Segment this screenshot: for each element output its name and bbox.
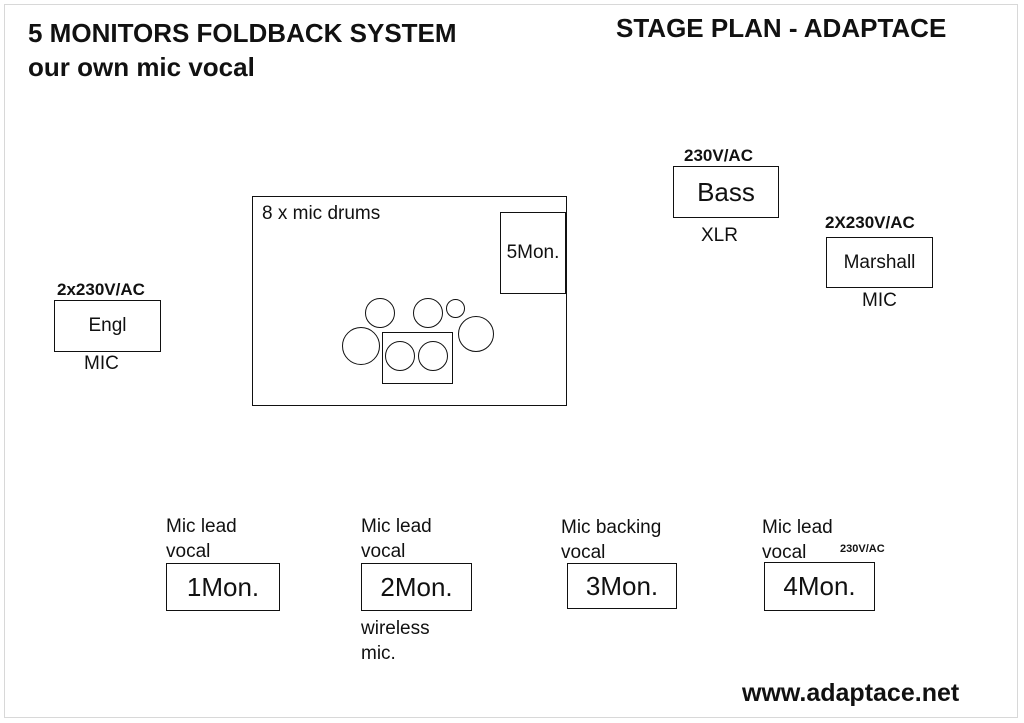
small-tom-drum [446,299,465,318]
marshall-amp-label: Marshall [843,251,916,273]
monitor-2-caption-line2: vocal [361,541,406,562]
engl-amp: Engl [54,300,161,352]
monitor-3-label: 3Mon. [585,570,659,601]
monitor-2: 2Mon. [361,563,472,611]
monitor-1-caption-line2: vocal [166,541,211,562]
floor-tom-drum [458,316,494,352]
kick-drum-frame [382,332,453,384]
monitor-2-note: wireless mic. [361,616,430,666]
monitor-2-caption-line1: Mic lead [361,516,432,537]
drum-riser [252,196,567,406]
bass-amp-label: Bass [697,176,755,207]
monitor-2-note-line2: mic. [361,643,396,664]
bass-amp: Bass [673,166,779,218]
monitor-2-note-line1: wireless [361,618,430,639]
monitor-2-caption: Mic lead vocal [361,514,432,564]
tom-drum [413,298,443,328]
monitor-1-caption-line1: Mic lead [166,516,237,537]
monitor-3-caption-line2: vocal [561,542,606,563]
monitor-3-caption-line1: Mic backing [561,517,662,538]
monitor-4-caption-line2: vocal [762,542,807,563]
monitor-4-caption: Mic lead vocal [762,515,833,565]
monitor-4-caption-line1: Mic lead [762,517,833,538]
monitor-4-label: 4Mon. [783,571,856,601]
engl-power-label: 2x230V/AC [57,280,145,299]
marshall-connector: MIC [862,290,897,311]
tom-drum [365,298,395,328]
engl-connector: MIC [84,353,119,374]
system-subtitle: our own mic vocal [28,52,255,82]
bass-power-label: 230V/AC [684,146,753,165]
monitor-5: 5Mon. [500,212,566,294]
monitor-1: 1Mon. [166,563,280,611]
monitor-1-label: 1Mon. [186,571,260,602]
drums-label: 8 x mic drums [262,203,381,224]
bass-connector: XLR [701,225,738,246]
monitor-3: 3Mon. [567,563,677,609]
monitor-2-label: 2Mon. [380,571,453,602]
marshall-power-label: 2X230V/AC [825,213,915,232]
engl-amp-label: Engl [88,315,127,336]
monitor-4-power-label: 230V/AC [840,543,885,555]
monitor-3-caption: Mic backing vocal [561,515,661,565]
system-title: 5 MONITORS FOLDBACK SYSTEM [28,18,457,48]
monitor-1-caption: Mic lead vocal [166,514,237,564]
kick-drum [418,341,448,371]
kick-drum [385,341,415,371]
website-link[interactable]: www.adaptace.net [742,679,960,707]
floor-tom-drum [342,327,380,365]
monitor-5-label: 5Mon. [506,242,560,263]
monitor-4: 4Mon. [764,562,875,611]
marshall-amp: Marshall [826,237,933,288]
page-frame [4,4,1018,718]
stage-plan-title: STAGE PLAN - ADAPTACE [616,13,947,43]
